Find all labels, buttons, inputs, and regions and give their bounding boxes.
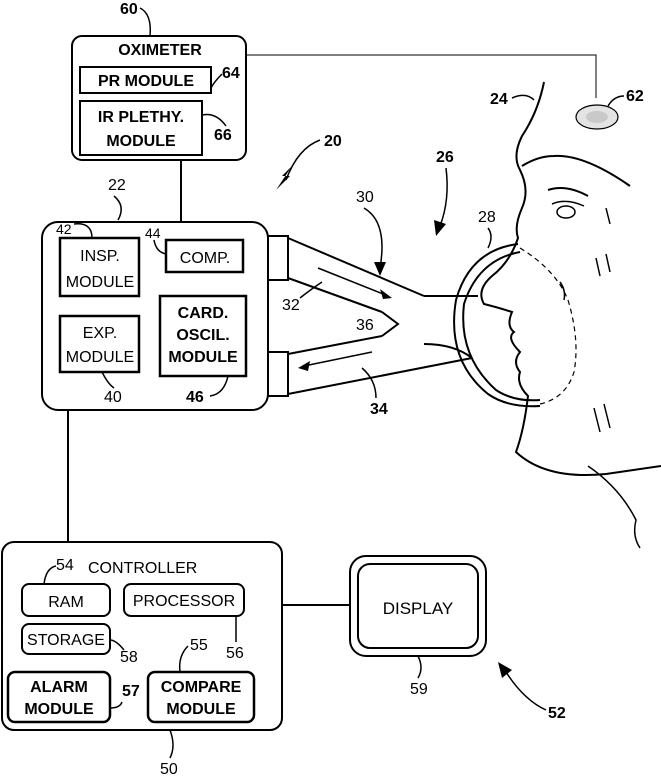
card-label-2: OSCIL. [176, 327, 229, 344]
exp-port [268, 352, 288, 396]
display-label: DISPLAY [383, 599, 454, 618]
pr-module-label: PR MODULE [98, 73, 194, 90]
insp-port [268, 236, 288, 280]
insp-label-2: MODULE [66, 274, 134, 291]
ref-40: 40 [104, 389, 122, 406]
ref-28: 28 [478, 209, 496, 226]
ref-55: 55 [190, 637, 208, 654]
ref-30: 30 [356, 189, 374, 206]
card-label-3: MODULE [168, 349, 238, 366]
ref-50: 50 [160, 761, 178, 776]
ref-52: 52 [548, 705, 566, 722]
display-block: DISPLAY 59 52 [350, 556, 566, 722]
oximeter-block: OXIMETER PR MODULE IR PLETHY. MODULE 60 … [72, 1, 246, 160]
controller-block: CONTROLLER RAM 54 PROCESSOR 56 STORAGE 5… [2, 542, 282, 776]
ram-label: RAM [48, 594, 84, 611]
ref-66: 66 [214, 127, 232, 144]
ref-26: 26 [436, 149, 454, 166]
patient-face [481, 82, 661, 548]
ref-57: 57 [122, 683, 140, 700]
ref-44: 44 [145, 225, 161, 241]
ir-plethy-label-1: IR PLETHY. [98, 109, 184, 126]
mask [454, 244, 540, 406]
alarm-label-1: ALARM [30, 679, 88, 696]
oximeter-title: OXIMETER [118, 42, 202, 59]
ref-64: 64 [222, 65, 240, 82]
ref-54: 54 [56, 557, 74, 574]
ref-62: 62 [626, 88, 644, 105]
ref-24: 24 [490, 91, 508, 108]
processor-label: PROCESSOR [133, 593, 235, 610]
exp-label-1: EXP. [83, 325, 117, 342]
card-label-1: CARD. [178, 305, 229, 322]
ref-56: 56 [226, 645, 244, 662]
ref-20: 20 [324, 133, 342, 150]
storage-label: STORAGE [27, 632, 105, 649]
ref-22: 22 [108, 177, 126, 194]
alarm-label-2: MODULE [24, 701, 94, 718]
ref-36: 36 [356, 317, 374, 334]
ref-59: 59 [410, 681, 428, 698]
comp-label: COMP. [180, 250, 230, 267]
compare-label-1: COMPARE [161, 679, 242, 696]
exp-label-2: MODULE [66, 349, 134, 366]
ref-60: 60 [120, 1, 138, 18]
ref-34: 34 [370, 401, 388, 418]
breathing-circuit: 20 30 26 28 32 36 34 24 [276, 91, 576, 418]
controller-title: CONTROLLER [88, 560, 197, 577]
ref-46: 46 [186, 389, 204, 406]
ref-32: 32 [282, 297, 300, 314]
ref-42: 42 [56, 221, 72, 237]
ventilator-block: 22 INSP. MODULE 42 COMP. 44 EXP. MODULE … [42, 177, 268, 410]
ref-58: 58 [120, 649, 138, 666]
ir-plethy-label-2: MODULE [106, 133, 176, 150]
insp-label-1: INSP. [80, 248, 120, 265]
compare-label-2: MODULE [166, 701, 236, 718]
